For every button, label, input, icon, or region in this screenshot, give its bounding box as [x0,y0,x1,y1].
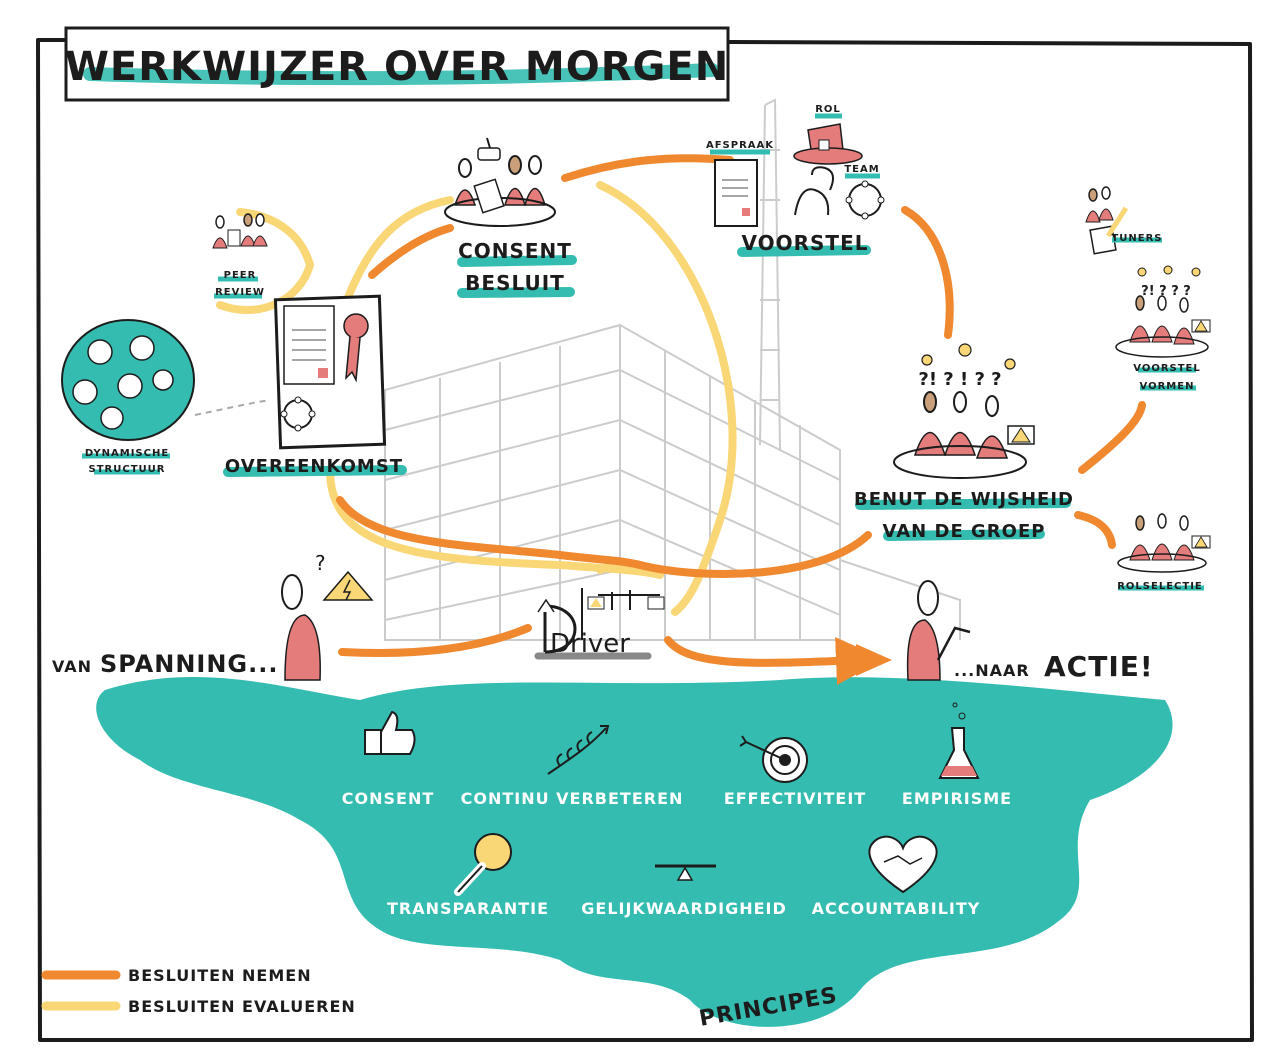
voorstel-label: VOORSTEL [742,231,869,255]
legend: BESLUITEN NEMEN BESLUITEN EVALUEREN [41,966,356,1016]
spanning-person: ? [281,551,374,681]
agreement-document-icon [714,159,758,227]
principle-empirisme: EMPIRISME [902,789,1012,808]
target-icon [739,735,808,783]
question-marks: ?! ? ! ? ? [918,369,1001,390]
lightbulb-icon [1137,265,1201,277]
tuners-people-icon [1085,186,1129,255]
overeenkomst-node: OVEREENKOMST [223,294,407,477]
benut-label-2: VAN DE GROEP [883,521,1046,542]
consent-besluit-node: CONSENT BESLUIT [444,137,577,298]
driver-d-icon [543,604,577,654]
rolselectie-label: ROLSELECTIE [1117,581,1203,592]
question-marks: ?! ? ? ? [1141,284,1191,299]
lightning-warning-icon [322,570,374,601]
team-circle-icon [280,396,316,432]
role-hat-icon [793,123,863,216]
heart-handshake-icon [868,835,938,894]
team-label: TEAM [844,164,879,175]
forming-people-icon [1115,295,1211,358]
voorstel-vormen-node: ?! ? ? ? VOORSTEL VORMEN [1115,265,1211,392]
consent-besluit-label-2: BESLUIT [465,271,565,295]
spanning-label: SPANNING... [100,650,278,678]
page-title: WERKWIJZER OVER MORGEN [65,44,729,90]
thumbs-up-icon [477,137,501,161]
naar-label: ...NAAR [954,661,1030,680]
action-person [906,580,971,681]
thumbs-up-icon [364,710,416,755]
tuners-label: TUNERS [1111,233,1162,244]
balance-icon [655,864,716,881]
driver-label: Driver [550,629,630,659]
principle-gelijkwaardigheid: GELIJKWAARDIGHEID [581,899,787,918]
voorstel-vormen-label-2: VORMEN [1140,381,1195,392]
van-label: VAN [52,657,92,676]
rosette-icon [343,313,369,383]
rolselectie-node: ROLSELECTIE [1117,513,1211,592]
voorstel-vormen-label-1: VOORSTEL [1133,363,1201,374]
principles-list: CONSENT CONTINU VERBETEREN EFFECTIVITEIT… [342,789,1012,918]
lightbulb-icon [921,343,1016,370]
afspraak-label: AFSPRAAK [706,140,774,151]
peer-review-node: PEER REVIEW [212,213,268,299]
principle-consent: CONSENT [342,789,435,808]
benut-label-1: BENUT DE WIJSHEID [854,489,1074,510]
growth-arrow-icon [547,725,610,775]
evaluation-paths [216,181,737,616]
legend-label-evalueren: BESLUITEN EVALUEREN [128,997,356,1016]
structuur-label: STRUCTUUR [89,464,166,475]
principle-effectiviteit: EFFECTIVITEIT [724,789,866,808]
overeenkomst-label: OVEREENKOMST [225,456,403,477]
action-arrowhead [856,644,892,676]
principle-transparantie: TRANSPARANTIE [387,899,549,918]
tuners-node: TUNERS [1085,186,1162,255]
people-icon [444,155,556,227]
team-circle-icon [845,180,885,220]
principle-continu-verbeteren: CONTINU VERBETEREN [461,789,684,808]
decision-paths [336,154,1146,685]
selection-people-icon [1117,513,1211,573]
review-label: REVIEW [215,287,265,298]
document-icon [473,178,505,214]
legend-label-nemen: BESLUITEN NEMEN [128,966,312,985]
rol-label: ROL [815,104,841,115]
actie-label: ACTIE! [1044,650,1154,683]
peer-review-people-icon [212,213,268,249]
title-box: WERKWIJZER OVER MORGEN [64,26,730,102]
benut-wijsheid-node: ?! ? ! ? ? BENUT DE WIJSHEID VAN DE GROE… [854,343,1074,542]
principles-pool [96,677,1173,1027]
driver-node: Driver [534,588,665,660]
dynamische-label: DYNAMISCHE [85,448,169,459]
consent-besluit-label-1: CONSENT [458,239,572,263]
warning-icon [1007,425,1035,445]
dynamische-structuur-node: DYNAMISCHE STRUCTUUR [61,319,271,475]
magnifier-icon [454,833,512,896]
peer-label: PEER [224,270,257,281]
flask-icon [938,702,980,779]
svg-text:?: ? [315,551,326,575]
voorstel-node: AFSPRAAK ROL TEAM VOORSTEL [706,104,885,257]
principle-accountability: ACCOUNTABILITY [812,899,981,918]
thinking-people-icon [893,391,1027,479]
circle-team-icon [72,335,174,430]
